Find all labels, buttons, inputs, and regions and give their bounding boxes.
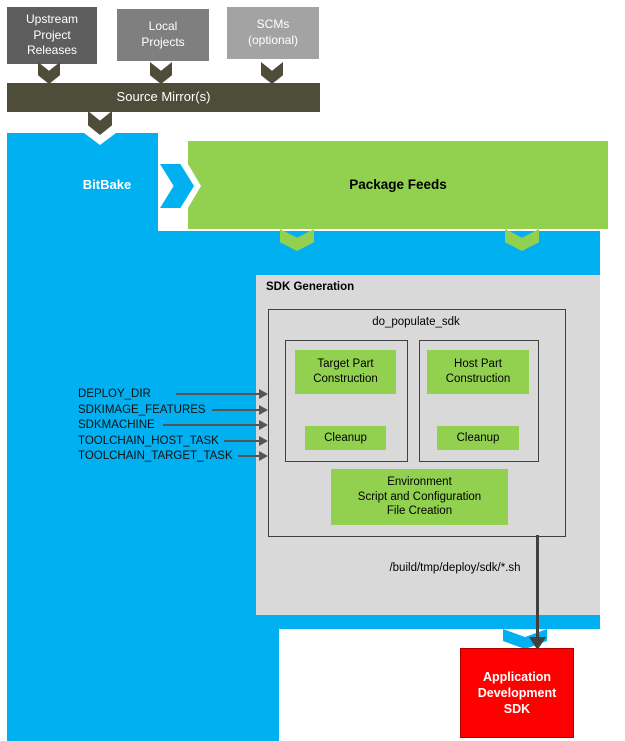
environment-script-box: Environment Script and Configuration Fil… bbox=[331, 469, 508, 525]
target-part-group bbox=[285, 340, 408, 462]
host-part-group bbox=[419, 340, 539, 462]
package-feeds-box: Package Feeds bbox=[188, 141, 608, 229]
feeds-down-chevron-right-icon bbox=[505, 229, 539, 251]
bitbake-label: BitBake bbox=[82, 177, 132, 192]
var-sdkmachine: SDKMACHINE bbox=[78, 419, 155, 431]
source-mirrors-bar: Source Mirror(s) bbox=[7, 83, 320, 112]
scms-to-mirror-chevron-icon bbox=[261, 62, 283, 84]
sdk-generation-title: SDK Generation bbox=[266, 281, 355, 293]
feeds-down-chevron-left-icon bbox=[280, 229, 314, 251]
app-dev-sdk-box: Application Development SDK bbox=[460, 648, 574, 738]
toolchain-target-task-arrow-icon bbox=[238, 451, 268, 461]
bitbake-area-bottom bbox=[7, 629, 279, 741]
sdkmachine-arrow-icon bbox=[163, 420, 268, 430]
scms-box: SCMs (optional) bbox=[227, 7, 319, 59]
toolchain-host-task-arrow-icon bbox=[224, 436, 268, 446]
var-toolchain-host-task: TOOLCHAIN_HOST_TASK bbox=[78, 435, 219, 447]
var-deploy-dir: DEPLOY_DIR bbox=[78, 388, 151, 400]
upstream-to-mirror-chevron-icon bbox=[38, 62, 60, 84]
mirror-to-bitbake-chevron-icon bbox=[88, 111, 112, 135]
sdk-output-path: /build/tmp/deploy/sdk/*.sh bbox=[389, 562, 521, 574]
host-cleanup-box: Cleanup bbox=[437, 426, 519, 450]
do-populate-sdk-label: do_populate_sdk bbox=[372, 316, 460, 328]
upstream-releases-box: Upstream Project Releases bbox=[7, 7, 97, 64]
var-toolchain-target-task: TOOLCHAIN_TARGET_TASK bbox=[78, 450, 233, 462]
deploy-dir-arrow-icon bbox=[176, 389, 268, 399]
local-projects-box: Local Projects bbox=[117, 9, 209, 61]
sdkimage-features-arrow-icon bbox=[212, 405, 268, 415]
local-to-mirror-chevron-icon bbox=[150, 62, 172, 84]
sdk-output-arrow-line bbox=[536, 535, 539, 639]
host-part-construction-box: Host Part Construction bbox=[427, 350, 529, 394]
target-cleanup-box: Cleanup bbox=[305, 426, 386, 450]
target-part-construction-box: Target Part Construction bbox=[295, 350, 396, 394]
var-sdkimage-features: SDKIMAGE_FEATURES bbox=[78, 404, 206, 416]
bitbake-area-top bbox=[7, 133, 158, 232]
